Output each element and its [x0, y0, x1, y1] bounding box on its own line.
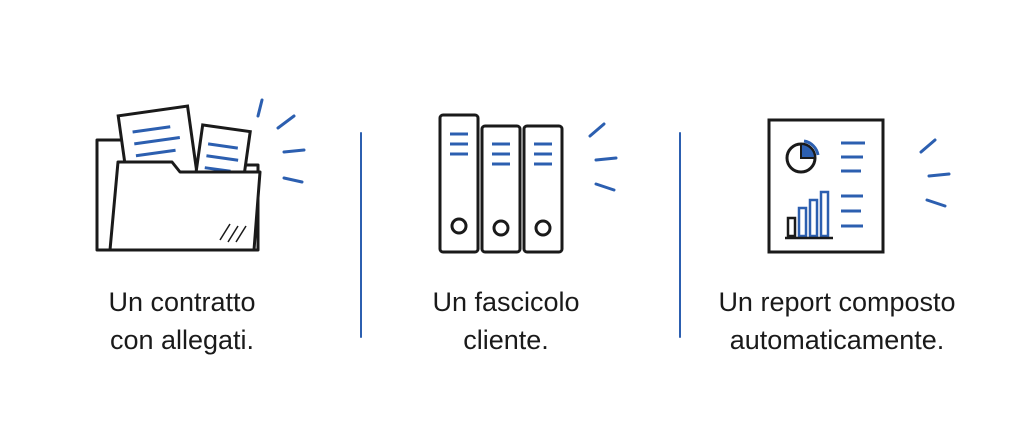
- caption-line-1: Un contratto: [108, 287, 256, 317]
- caption: Un contratto con allegati.: [22, 283, 342, 359]
- caption: Un fascicolo cliente.: [346, 283, 666, 359]
- binders-icon: [438, 113, 618, 254]
- caption-line-2: con allegati.: [109, 325, 255, 355]
- panel-client-file: Un fascicolo cliente.: [346, 0, 666, 437]
- divider: [360, 132, 362, 338]
- caption-line-1: Un report composto: [718, 287, 956, 317]
- panel-report: Un report composto automaticamente.: [677, 0, 997, 437]
- caption: Un report composto automaticamente.: [677, 283, 997, 359]
- panel-contract: Un contratto con allegati.: [22, 0, 342, 437]
- divider: [679, 132, 681, 338]
- report-icon: [767, 118, 951, 254]
- caption-line-2: automaticamente.: [729, 325, 945, 355]
- caption-line-1: Un fascicolo: [432, 287, 580, 317]
- caption-line-2: cliente.: [463, 325, 549, 355]
- folder-with-documents-icon: [95, 98, 306, 252]
